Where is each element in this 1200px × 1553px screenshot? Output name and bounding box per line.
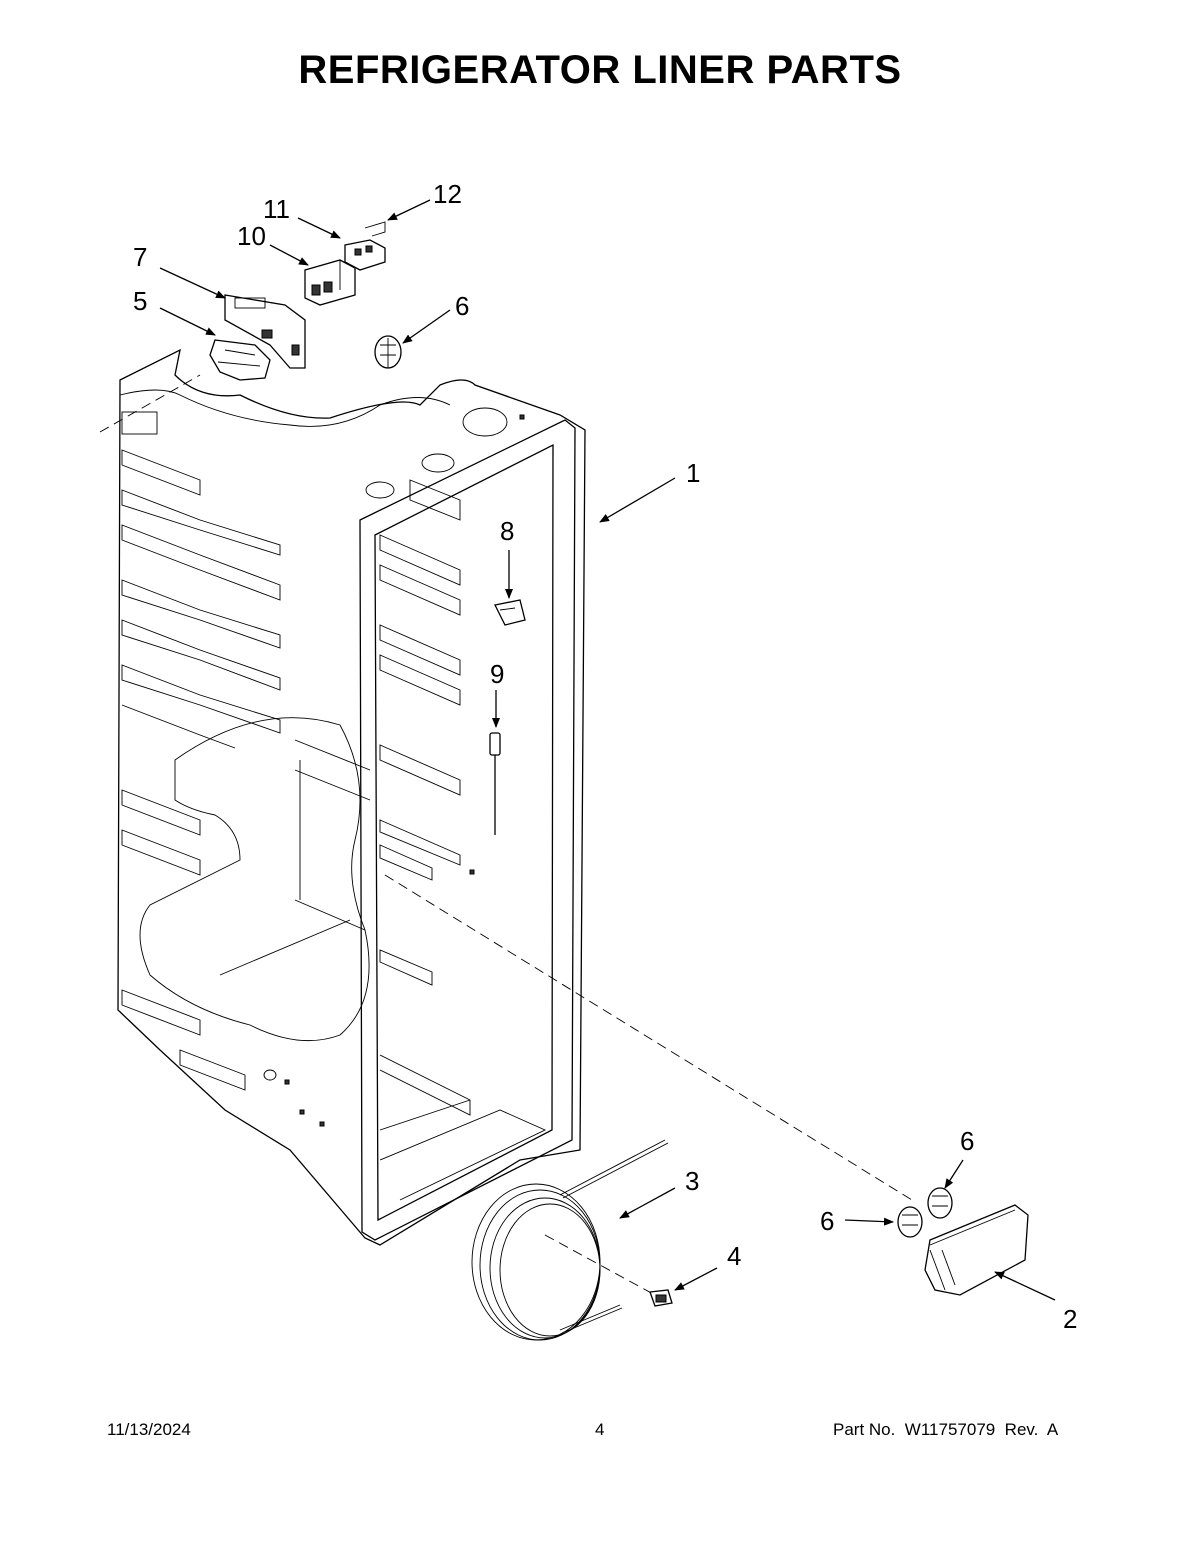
tubing-coil-part-3: [471, 1139, 669, 1341]
control-housing-part-10: [304, 259, 356, 306]
callout-11: 11: [263, 194, 290, 224]
callout-9: 9: [490, 659, 504, 689]
callout-8: 8: [500, 516, 514, 546]
inner-shelf-rails: [379, 479, 461, 986]
control-bracket-part-7: [224, 294, 306, 369]
callout-12: 12: [433, 179, 462, 209]
callout-4: 4: [727, 1241, 741, 1271]
wire-clip-part-12: [364, 221, 386, 237]
connector-line-top: [99, 374, 201, 433]
page-title: REFRIGERATOR LINER PARTS: [298, 48, 902, 92]
cam-part-6-lower-b: [927, 1187, 953, 1219]
callout-6-top: 6: [455, 291, 469, 321]
left-wall-rails: [121, 449, 281, 1091]
bracket-part-8: [494, 599, 526, 626]
callout-5: 5: [133, 286, 147, 316]
connector-line-housing: [384, 874, 913, 1201]
connector-line-screw: [544, 1234, 656, 1296]
liner-part-1: [117, 348, 586, 1246]
screw-part-4: [649, 1289, 673, 1307]
callout-3: 3: [685, 1166, 699, 1196]
callout-10: 10: [237, 221, 266, 251]
cam-part-6-lower-a: [897, 1206, 923, 1238]
callout-2: 2: [1063, 1304, 1077, 1334]
callout-6-left: 6: [820, 1206, 834, 1236]
callout-7: 7: [133, 242, 147, 272]
sensor-part-9: [489, 732, 501, 835]
callout-arrows: [159, 199, 1056, 1301]
light-housing-part-5: [209, 339, 271, 381]
light-housing-part-2: [924, 1204, 1029, 1296]
callout-1: 1: [686, 458, 700, 488]
callout-6-right: 6: [960, 1126, 974, 1156]
footer-part-number: Part No. W11757079 Rev. A: [833, 1420, 1059, 1439]
footer-date: 11/13/2024: [107, 1420, 191, 1439]
cam-part-6-top: [374, 335, 402, 369]
footer-page-number: 4: [595, 1420, 605, 1439]
